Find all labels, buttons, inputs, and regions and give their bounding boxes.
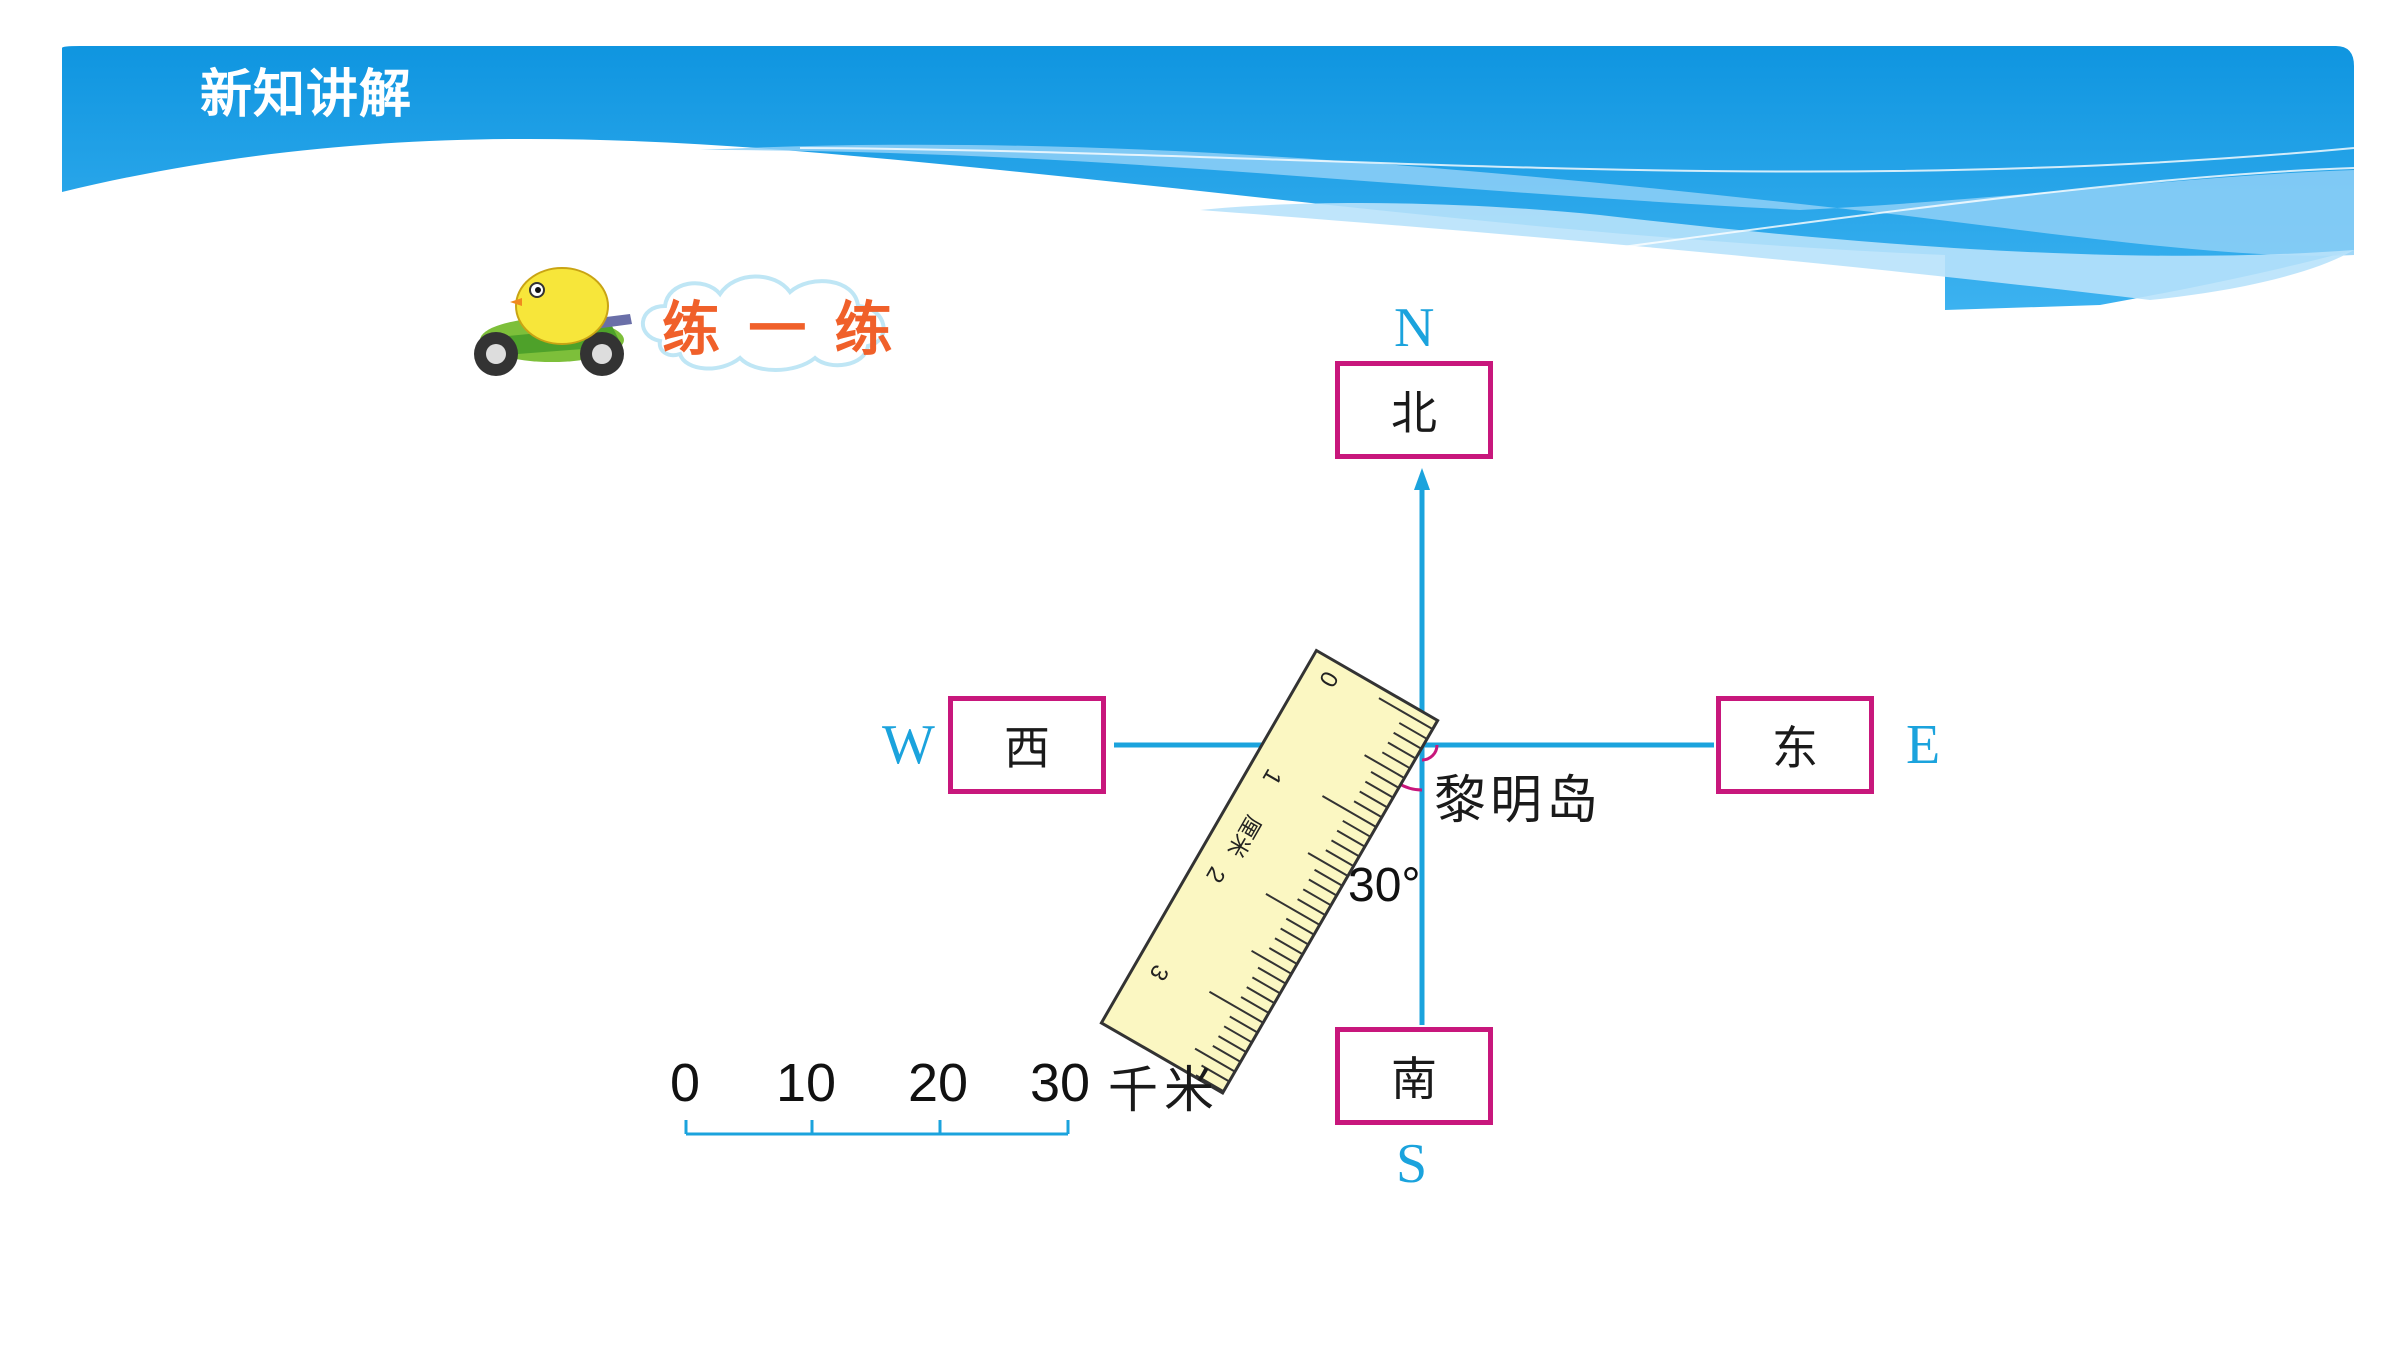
scale-unit: 千米 [1108,1061,1220,1119]
west-letter: W [882,714,935,776]
scale-value-30: 30 [1030,1053,1091,1113]
island-label: 黎明岛 [1434,771,1603,831]
north-box: 北 [1335,361,1493,459]
chick-motorcycle-icon [474,267,632,376]
north-label: 北 [1391,386,1437,440]
north-letter: N [1394,297,1435,359]
west-label: 西 [1004,721,1050,775]
scale-value-0: 0 [670,1053,701,1113]
south-letter: S [1396,1133,1428,1195]
practice-label: 练 一 练 [662,295,897,363]
east-box: 东 [1716,696,1874,794]
scale-value-20: 20 [908,1053,969,1113]
header-banner [62,46,2355,310]
north-arrow-icon [1414,468,1430,490]
east-label: 东 [1772,721,1818,775]
scale-value-10: 10 [776,1053,837,1113]
east-letter: E [1906,714,1941,776]
header-title: 新知讲解 [200,65,413,125]
practice-cloud [641,274,886,372]
